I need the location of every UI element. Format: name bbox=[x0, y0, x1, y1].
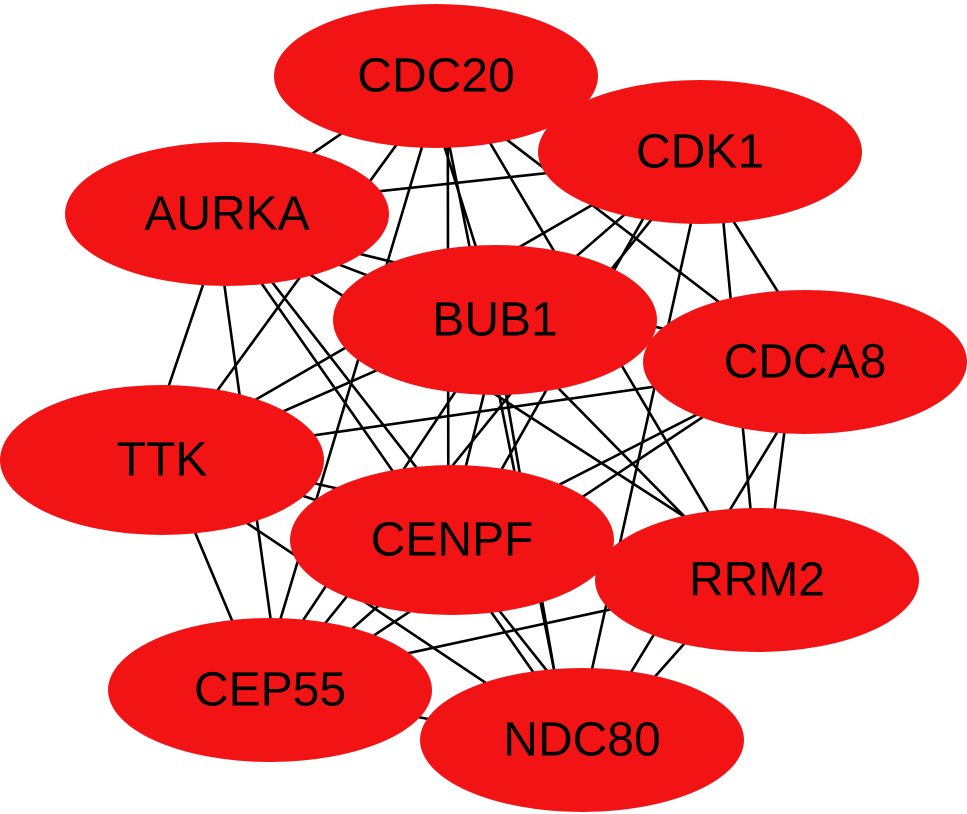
node-ellipse bbox=[538, 80, 862, 224]
node-aurka: AURKA bbox=[65, 142, 389, 286]
node-label: CDC20 bbox=[357, 50, 514, 103]
node-ellipse bbox=[108, 618, 432, 762]
node-label: TTK bbox=[117, 434, 208, 487]
node-label: NDC80 bbox=[503, 714, 660, 767]
node-label: RRM2 bbox=[689, 554, 825, 607]
node-ellipse bbox=[420, 668, 744, 812]
node-ellipse bbox=[0, 385, 324, 535]
node-cdk1: CDK1 bbox=[538, 80, 862, 224]
node-ndc80: NDC80 bbox=[420, 668, 744, 812]
node-label: BUB1 bbox=[432, 294, 557, 347]
edge-cdk1-cep55 bbox=[265, 142, 714, 697]
node-label: CDK1 bbox=[636, 126, 764, 179]
node-bub1: BUB1 bbox=[333, 245, 657, 395]
node-label: CENPF bbox=[371, 514, 534, 567]
node-cdc20: CDC20 bbox=[274, 4, 598, 148]
node-label: CEP55 bbox=[194, 664, 346, 717]
node-ellipse bbox=[333, 245, 657, 395]
node-cep55: CEP55 bbox=[108, 618, 432, 762]
node-ellipse bbox=[65, 142, 389, 286]
edge-cdc20-cep55 bbox=[257, 83, 442, 692]
node-cenpf: CENPF bbox=[290, 465, 614, 615]
node-label: CDCA8 bbox=[724, 336, 887, 389]
node-ellipse bbox=[290, 465, 614, 615]
node-cdca8: CDCA8 bbox=[643, 290, 967, 434]
node-ellipse bbox=[274, 4, 598, 148]
node-label: AURKA bbox=[144, 188, 309, 241]
node-ttk: TTK bbox=[0, 385, 324, 535]
node-ellipse bbox=[595, 508, 919, 652]
node-rrm2: RRM2 bbox=[595, 508, 919, 652]
node-ellipse bbox=[643, 290, 967, 434]
